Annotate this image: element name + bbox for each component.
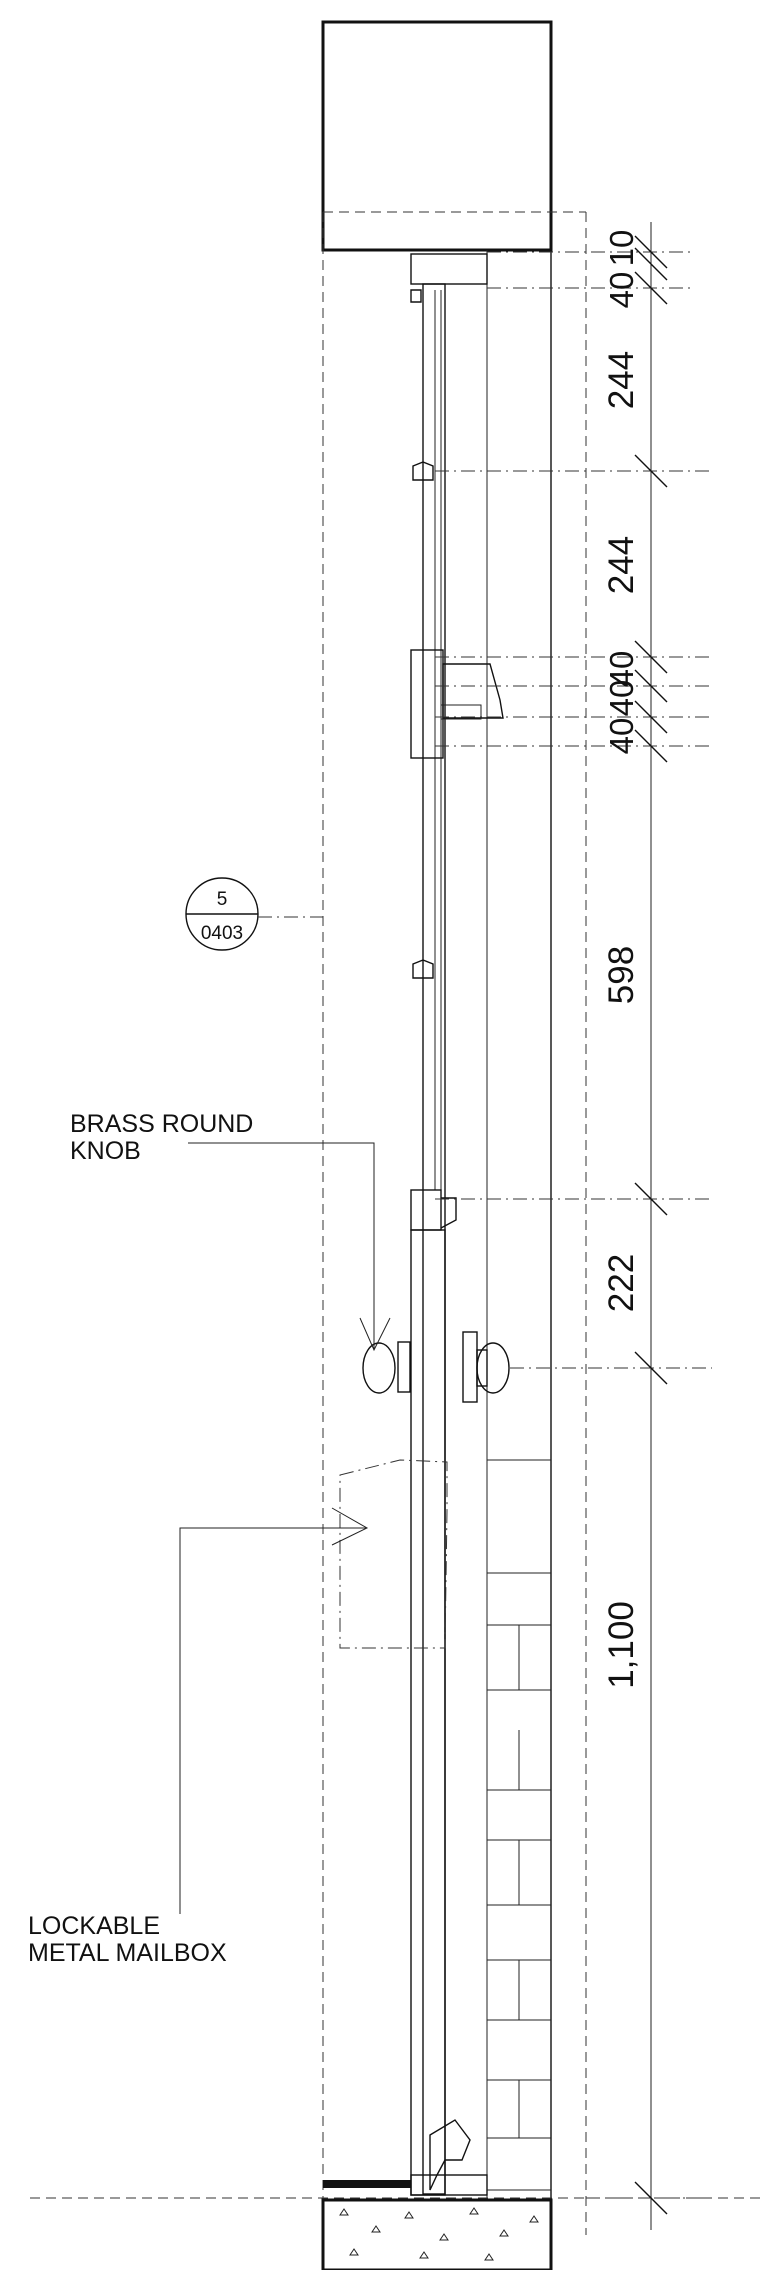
dimension-label-2: 244 [602,351,641,409]
dimension-label-3: 244 [602,536,641,594]
section-callout: 5 0403 [185,877,323,951]
brick-coursing [487,1459,551,2191]
dimension-label-9: 1,100 [602,1601,641,1689]
dimension-label-7: 598 [602,946,641,1004]
brass-round-knob [362,1331,510,1403]
callout-sheet: 0403 [201,923,243,944]
mailbox-leader: LOCKABLE METAL MAILBOX [28,1507,369,1967]
dimension-label-8: 222 [602,1254,641,1312]
callout-number: 5 [217,889,228,910]
mailbox-label-line-2: METAL MAILBOX [28,1939,227,1967]
dimension-label-5: 40 [603,680,640,717]
knob-label-line-2: KNOB [70,1137,141,1165]
dimension-string [435,222,712,2230]
knob-label-line-1: BRASS ROUND [70,1110,253,1138]
dimension-label-4: 40 [603,651,640,688]
dimension-label-6: 40 [603,718,640,755]
door-leaf [410,253,504,2196]
knob-leader: BRASS ROUND KNOB [70,1110,391,1352]
floor-finish [323,2180,411,2188]
mailbox-outline [339,1459,448,1649]
mailbox-label-line-1: LOCKABLE [28,1912,160,1940]
dimension-label-1: 40 [603,272,640,309]
head-lintel [321,20,553,252]
dimension-label-0: 10 [603,230,640,267]
concrete-slab [321,2198,553,2270]
